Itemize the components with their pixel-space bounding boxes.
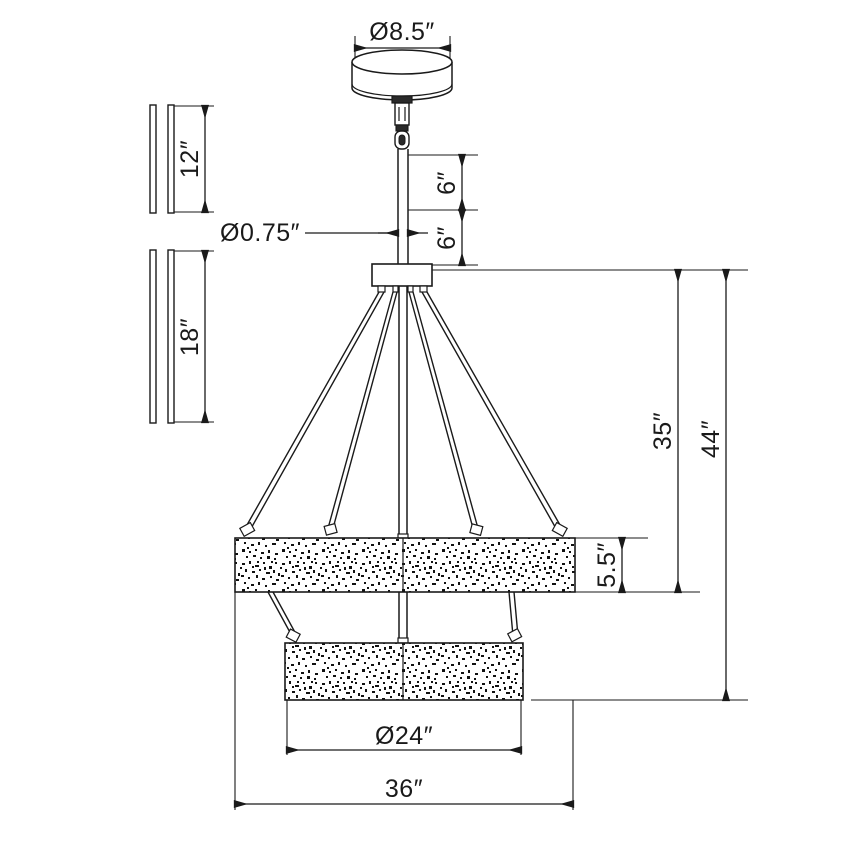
cable-upper-left-inner (326, 291, 398, 533)
dim-stem-segments-group (408, 153, 478, 267)
upper-light-ring-group (234, 537, 576, 593)
cable-lower-left (267, 591, 298, 637)
extension-rod-12in-bar-b (167, 104, 175, 214)
swivel-cap (391, 95, 413, 104)
hub-anchor-left-inner (392, 285, 399, 293)
center-drop-rod-group (397, 286, 409, 700)
dim-label-canopy-diameter: Ø8.5″ (369, 18, 435, 46)
suspension-cables-lower-group (267, 591, 523, 644)
cable-upper-right-outer (421, 291, 565, 533)
swivel-body-detail (398, 107, 406, 121)
lower-light-ring-group (284, 642, 524, 701)
dim-label-stem-diameter: Ø0.75″ (220, 219, 300, 247)
extension-rod-12in-bar-a (149, 104, 157, 214)
dim-label-height-35: 35″ (649, 412, 677, 450)
dim-label-rod-18in: 18″ (176, 318, 204, 356)
swivel-body (394, 102, 410, 126)
dim-label-ring-height: 5.5″ (593, 542, 621, 588)
hub-anchor-left-outer (377, 285, 386, 293)
dim-height-44-group (531, 268, 748, 702)
upper-light-ring (234, 537, 576, 593)
cable-terminal-upper-right-outer (551, 521, 569, 538)
extension-rod-18in-group (149, 249, 214, 424)
support-stem-group (397, 149, 409, 272)
canopy-top-ellipse (351, 49, 453, 75)
dim-label-height-44: 44″ (697, 420, 725, 458)
cable-terminal-lower-right (506, 627, 523, 643)
hub-anchor-right-outer (419, 285, 428, 293)
cable-terminal-lower-left (285, 628, 301, 644)
dim-label-stem-segment-lower: 6″ (433, 226, 461, 250)
extension-rod-18in-bar-a (149, 249, 157, 424)
suspension-cables-upper-group (238, 291, 569, 538)
dim-label-outer-diameter: 36″ (385, 775, 423, 803)
cable-upper-left-outer (242, 291, 385, 533)
cable-terminal-upper-left-inner (323, 522, 338, 536)
dim-label-rod-12in: 12″ (176, 140, 204, 178)
swivel-collar (395, 124, 409, 132)
cable-hub-plate-group (371, 263, 433, 293)
cable-terminal-upper-right-inner (469, 523, 484, 537)
cable-upper-right-inner (408, 291, 480, 533)
lower-light-ring (284, 642, 524, 701)
extension-rod-12in-group (149, 104, 214, 214)
cable-terminal-upper-left-outer (238, 521, 256, 538)
extension-rod-18in-bar-b (167, 249, 175, 424)
dim-outer-diameter-group (233, 592, 575, 810)
cable-hub-plate (371, 263, 433, 287)
swivel-loop-eye (398, 134, 406, 146)
hub-anchor-right-inner (407, 285, 414, 293)
dim-height-35-group (432, 268, 700, 594)
dim-label-stem-segment-upper: 6″ (433, 171, 461, 195)
dim-inner-diameter-group (285, 700, 523, 755)
dim-label-inner-diameter: Ø24″ (375, 722, 433, 750)
swivel-hook-connector-group (391, 95, 413, 150)
